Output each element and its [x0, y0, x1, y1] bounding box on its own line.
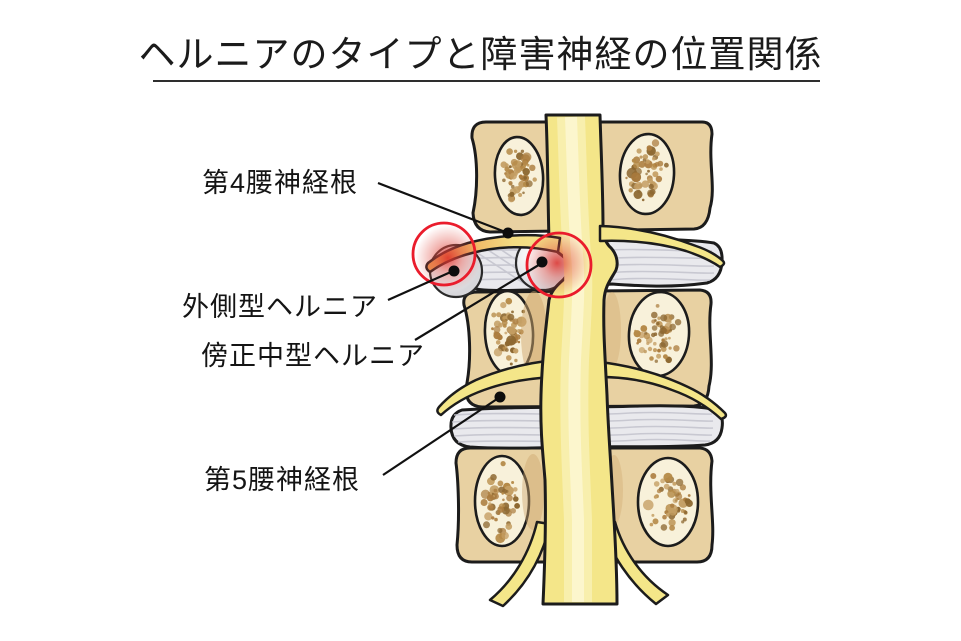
label-lateral-hernia: 外側型ヘルニア	[182, 292, 378, 322]
nerve-root-l5-left	[436, 358, 557, 417]
figure-title: ヘルニアのタイプと障害神経の位置関係	[138, 34, 823, 75]
leader-dot-l5	[494, 391, 506, 403]
leader-dot-l4	[502, 227, 514, 239]
inflammation-glow-lateral	[415, 225, 481, 291]
label-l4-nerve-root: 第4腰神経根	[202, 168, 359, 198]
inflammation-glows	[415, 225, 590, 296]
inflammation-glow-paramedian	[524, 230, 590, 296]
label-paramedian-hernia: 傍正中型ヘルニア	[201, 341, 425, 371]
leader-line-l4	[377, 181, 509, 235]
leader-line-l5	[382, 396, 501, 476]
leader-dots	[448, 227, 548, 403]
leader-line-paramedian	[414, 262, 543, 341]
canal-shading	[521, 291, 623, 530]
leader-dot-lateral	[448, 265, 460, 277]
nerve-root-l4-right	[598, 224, 726, 269]
cord-highlight-narrow	[565, 116, 585, 602]
nerve-root-l5-right	[598, 360, 728, 421]
hernia-highlight-circles	[411, 221, 593, 299]
highlight-circle-lateral	[411, 221, 477, 287]
bone-speckles	[480, 139, 693, 544]
highlight-circle-paramedian	[525, 231, 593, 299]
leader-lines	[377, 181, 543, 476]
label-l5-nerve-root: 第5腰神経根	[204, 465, 361, 495]
leader-dot-paramedian	[536, 256, 548, 268]
title-underline	[153, 80, 820, 82]
leader-line-lateral	[387, 269, 454, 302]
